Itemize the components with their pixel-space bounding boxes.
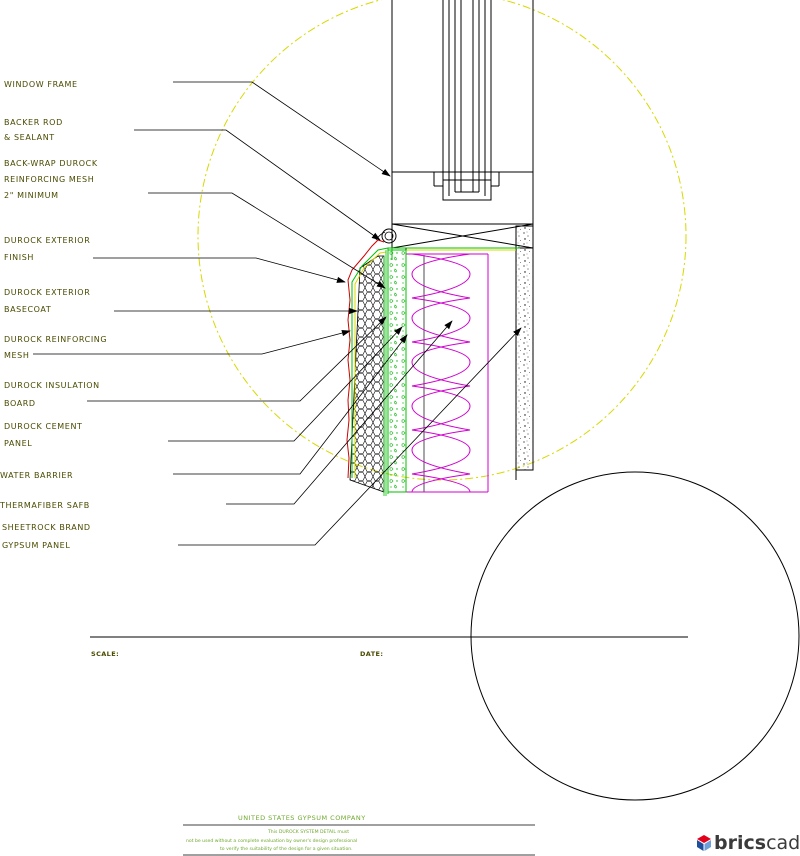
leader-water-barrier — [173, 334, 408, 475]
leader-backer-rod — [134, 129, 381, 241]
window-frame — [391, 0, 534, 470]
label-exterior-finish: DUROCK EXTERIOR — [4, 236, 90, 245]
label-insulation-board-2: BOARD — [4, 399, 36, 408]
label-water-barrier: WATER BARRIER — [0, 471, 73, 480]
date-label: DATE: — [360, 650, 383, 658]
durock-cement-panel — [387, 249, 407, 493]
finish-layers — [346, 239, 520, 496]
label-gypsum-panel-2: GYPSUM PANEL — [2, 541, 70, 550]
backer-rod — [375, 228, 397, 244]
leader-gypsum-panel — [178, 327, 522, 546]
logo-text-bold: brics — [714, 832, 767, 854]
label-back-wrap-3: 2" MINIMUM — [4, 191, 59, 200]
detail-circle — [197, 0, 687, 481]
leader-window-frame — [173, 81, 391, 177]
leader-insulation-board — [87, 316, 387, 402]
scale-label: SCALE: — [91, 650, 119, 658]
label-window-frame: WINDOW FRAME — [4, 80, 78, 89]
footer-note-line2: not be used without a complete evaluatio… — [186, 838, 357, 844]
title-circle — [470, 471, 800, 801]
label-cement-panel-2: PANEL — [4, 439, 32, 448]
label-reinforcing-mesh: DUROCK REINFORCING — [4, 335, 107, 344]
label-basecoat-2: BASECOAT — [4, 305, 51, 314]
bricscad-logo-icon — [697, 835, 711, 851]
label-basecoat: DUROCK EXTERIOR — [4, 288, 90, 297]
footer-note-line1: This DUROCK SYSTEM DETAIL must — [267, 829, 349, 835]
label-back-wrap-2: REINFORCING MESH — [4, 175, 94, 184]
title-block: SCALE: DATE: — [90, 471, 800, 801]
logo-text-light: cad — [766, 832, 800, 854]
footer-note-line3: to verify the suitability of the design … — [220, 846, 353, 852]
leader-exterior-finish — [93, 257, 346, 283]
label-reinforcing-mesh-2: MESH — [4, 351, 29, 360]
label-insulation-board: DUROCK INSULATION — [4, 381, 100, 390]
label-thermafiber: THERMAFIBER SAFB — [0, 501, 90, 510]
label-backer-rod-2: & SEALANT — [4, 133, 55, 142]
wall-assembly — [405, 225, 534, 492]
label-backer-rod: BACKER ROD — [4, 118, 63, 127]
leader-cement-panel — [168, 326, 403, 442]
leader-thermafiber — [226, 320, 453, 505]
footer-company: UNITED STATES GYPSUM COMPANY — [238, 814, 366, 822]
leader-lines — [33, 81, 522, 546]
label-exterior-finish-2: FINISH — [4, 253, 34, 262]
thermafiber-insulation — [406, 253, 489, 493]
label-back-wrap: BACK-WRAP DUROCK — [4, 159, 98, 168]
label-cement-panel: DUROCK CEMENT — [4, 422, 83, 431]
footer-note: UNITED STATES GYPSUM COMPANY This DUROCK… — [183, 814, 535, 856]
label-gypsum-panel: SHEETROCK BRAND — [2, 523, 91, 532]
callout-labels: WINDOW FRAME BACKER ROD & SEALANT BACK-W… — [0, 80, 107, 550]
leader-reinforcing-mesh — [33, 330, 351, 355]
leader-back-wrap-mesh — [148, 192, 386, 289]
